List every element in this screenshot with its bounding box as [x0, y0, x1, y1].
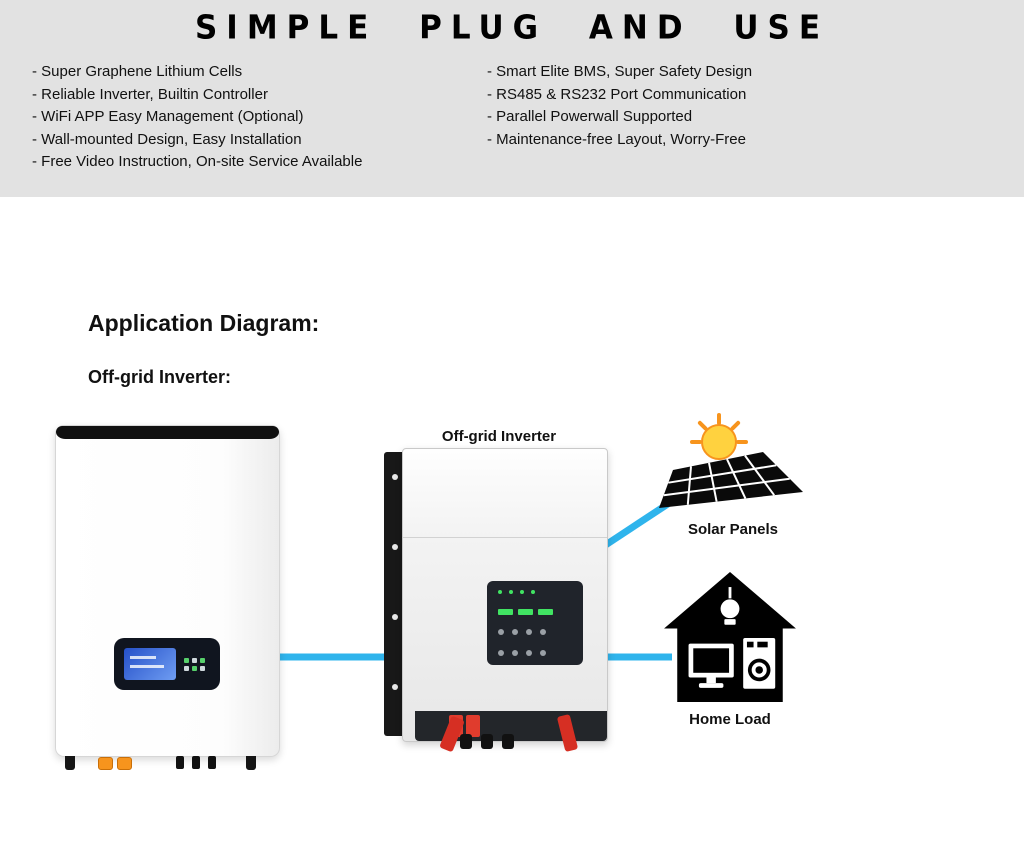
feature-item: - RS485 & RS232 Port Communication — [487, 85, 747, 103]
cable-glands — [460, 734, 514, 749]
screw-icon — [392, 544, 398, 550]
battery-terminal-orange — [98, 757, 113, 770]
red-terminal — [466, 715, 480, 737]
feature-column-left: - Super Graphene Lithium Cells - Reliabl… — [32, 61, 487, 174]
lcd-text-line — [130, 656, 156, 659]
offgrid-inverter-subheading: Off-grid Inverter: — [88, 367, 232, 387]
home-load-label: Home Load — [689, 711, 771, 728]
inverter-mount-bracket — [384, 452, 406, 736]
digit-segment — [518, 608, 533, 615]
cable-gland — [481, 734, 493, 749]
panel-button — [512, 629, 518, 636]
feature-lists: - Super Graphene Lithium Cells - Reliabl… — [0, 46, 1024, 174]
house-icon — [664, 572, 796, 702]
panel-button — [540, 649, 546, 656]
feature-item: - Wall-mounted Design, Easy Installation — [32, 130, 302, 148]
battery-unit — [55, 425, 280, 757]
inverter-label: Off-grid Inverter — [441, 428, 557, 445]
led-icon — [520, 590, 524, 594]
application-diagram-heading: Application Diagram: — [88, 310, 320, 336]
key-dot — [184, 665, 189, 671]
battery-display-panel — [114, 638, 220, 690]
led-indicator-row — [498, 590, 572, 594]
feature-item: - Super Graphene Lithium Cells — [32, 63, 243, 80]
screw-icon — [392, 474, 398, 480]
inverter-display-panel — [487, 581, 583, 665]
key-dot — [200, 657, 205, 663]
solar-panel-icon — [658, 413, 803, 508]
screw-icon — [392, 684, 398, 690]
feature-item: - WiFi APP Easy Management (Optional) — [32, 108, 304, 125]
banner-title: SIMPLE PLUG AND USE — [194, 9, 830, 48]
led-icon — [509, 590, 513, 594]
sun-rays-icon — [689, 413, 748, 444]
battery-connector — [176, 756, 184, 769]
inverter-unit — [384, 448, 608, 753]
solar-panels-group: Solar Panels — [648, 412, 818, 538]
washing-machine-icon — [743, 637, 776, 689]
feature-item: - Reliable Inverter, Builtin Controller — [32, 85, 268, 103]
key-dot — [200, 665, 205, 671]
battery-foot — [246, 756, 256, 770]
battery-lid — [56, 426, 279, 439]
monitor-icon — [688, 643, 734, 688]
battery-bottom-fittings — [60, 756, 275, 774]
inverter-seam — [403, 536, 607, 538]
feature-banner: SIMPLE PLUG AND USE - Super Graphene Lit… — [0, 0, 1024, 197]
lightbulb-icon — [720, 587, 740, 625]
battery-lcd-screen — [124, 648, 176, 680]
digit-segment — [498, 608, 513, 615]
key-dot — [192, 657, 197, 663]
led-icon — [498, 590, 502, 594]
panel-button — [526, 629, 532, 636]
battery-connector — [208, 756, 216, 769]
battery-foot — [65, 756, 75, 770]
display-digits-row — [498, 608, 572, 615]
feature-item: - Maintenance-free Layout, Worry-Free — [487, 130, 746, 148]
battery-keypad — [184, 657, 205, 671]
feature-item: - Free Video Instruction, On-site Servic… — [32, 153, 363, 170]
panel-buttons-row — [498, 629, 572, 636]
application-diagram: Off-grid Inverter — [0, 400, 1024, 843]
feature-item: - Smart Elite BMS, Super Safety Design — [487, 63, 753, 80]
digit-segment — [538, 608, 553, 615]
feature-column-right: - Smart Elite BMS, Super Safety Design -… — [487, 61, 1024, 174]
solar-panels-label: Solar Panels — [687, 521, 779, 538]
led-icon — [531, 590, 535, 594]
key-dot — [184, 657, 189, 663]
panel-button — [526, 649, 532, 656]
inverter-body — [402, 448, 608, 753]
panel-button — [498, 649, 504, 656]
battery-terminal-orange — [117, 757, 132, 770]
home-load-group: Home Load — [660, 572, 800, 728]
sun-icon — [700, 424, 737, 460]
panel-grid-lines — [663, 455, 790, 505]
feature-item: - Parallel Powerwall Supported — [487, 108, 693, 125]
battery-connector — [192, 756, 200, 769]
panel-button — [512, 649, 518, 656]
cable-gland — [460, 734, 472, 749]
screw-icon — [392, 614, 398, 620]
panel-button — [540, 629, 546, 636]
key-dot — [192, 665, 197, 671]
panel-buttons-row — [498, 649, 572, 656]
panel-button — [498, 629, 504, 636]
cable-gland — [502, 734, 514, 749]
lcd-text-line — [130, 665, 164, 668]
